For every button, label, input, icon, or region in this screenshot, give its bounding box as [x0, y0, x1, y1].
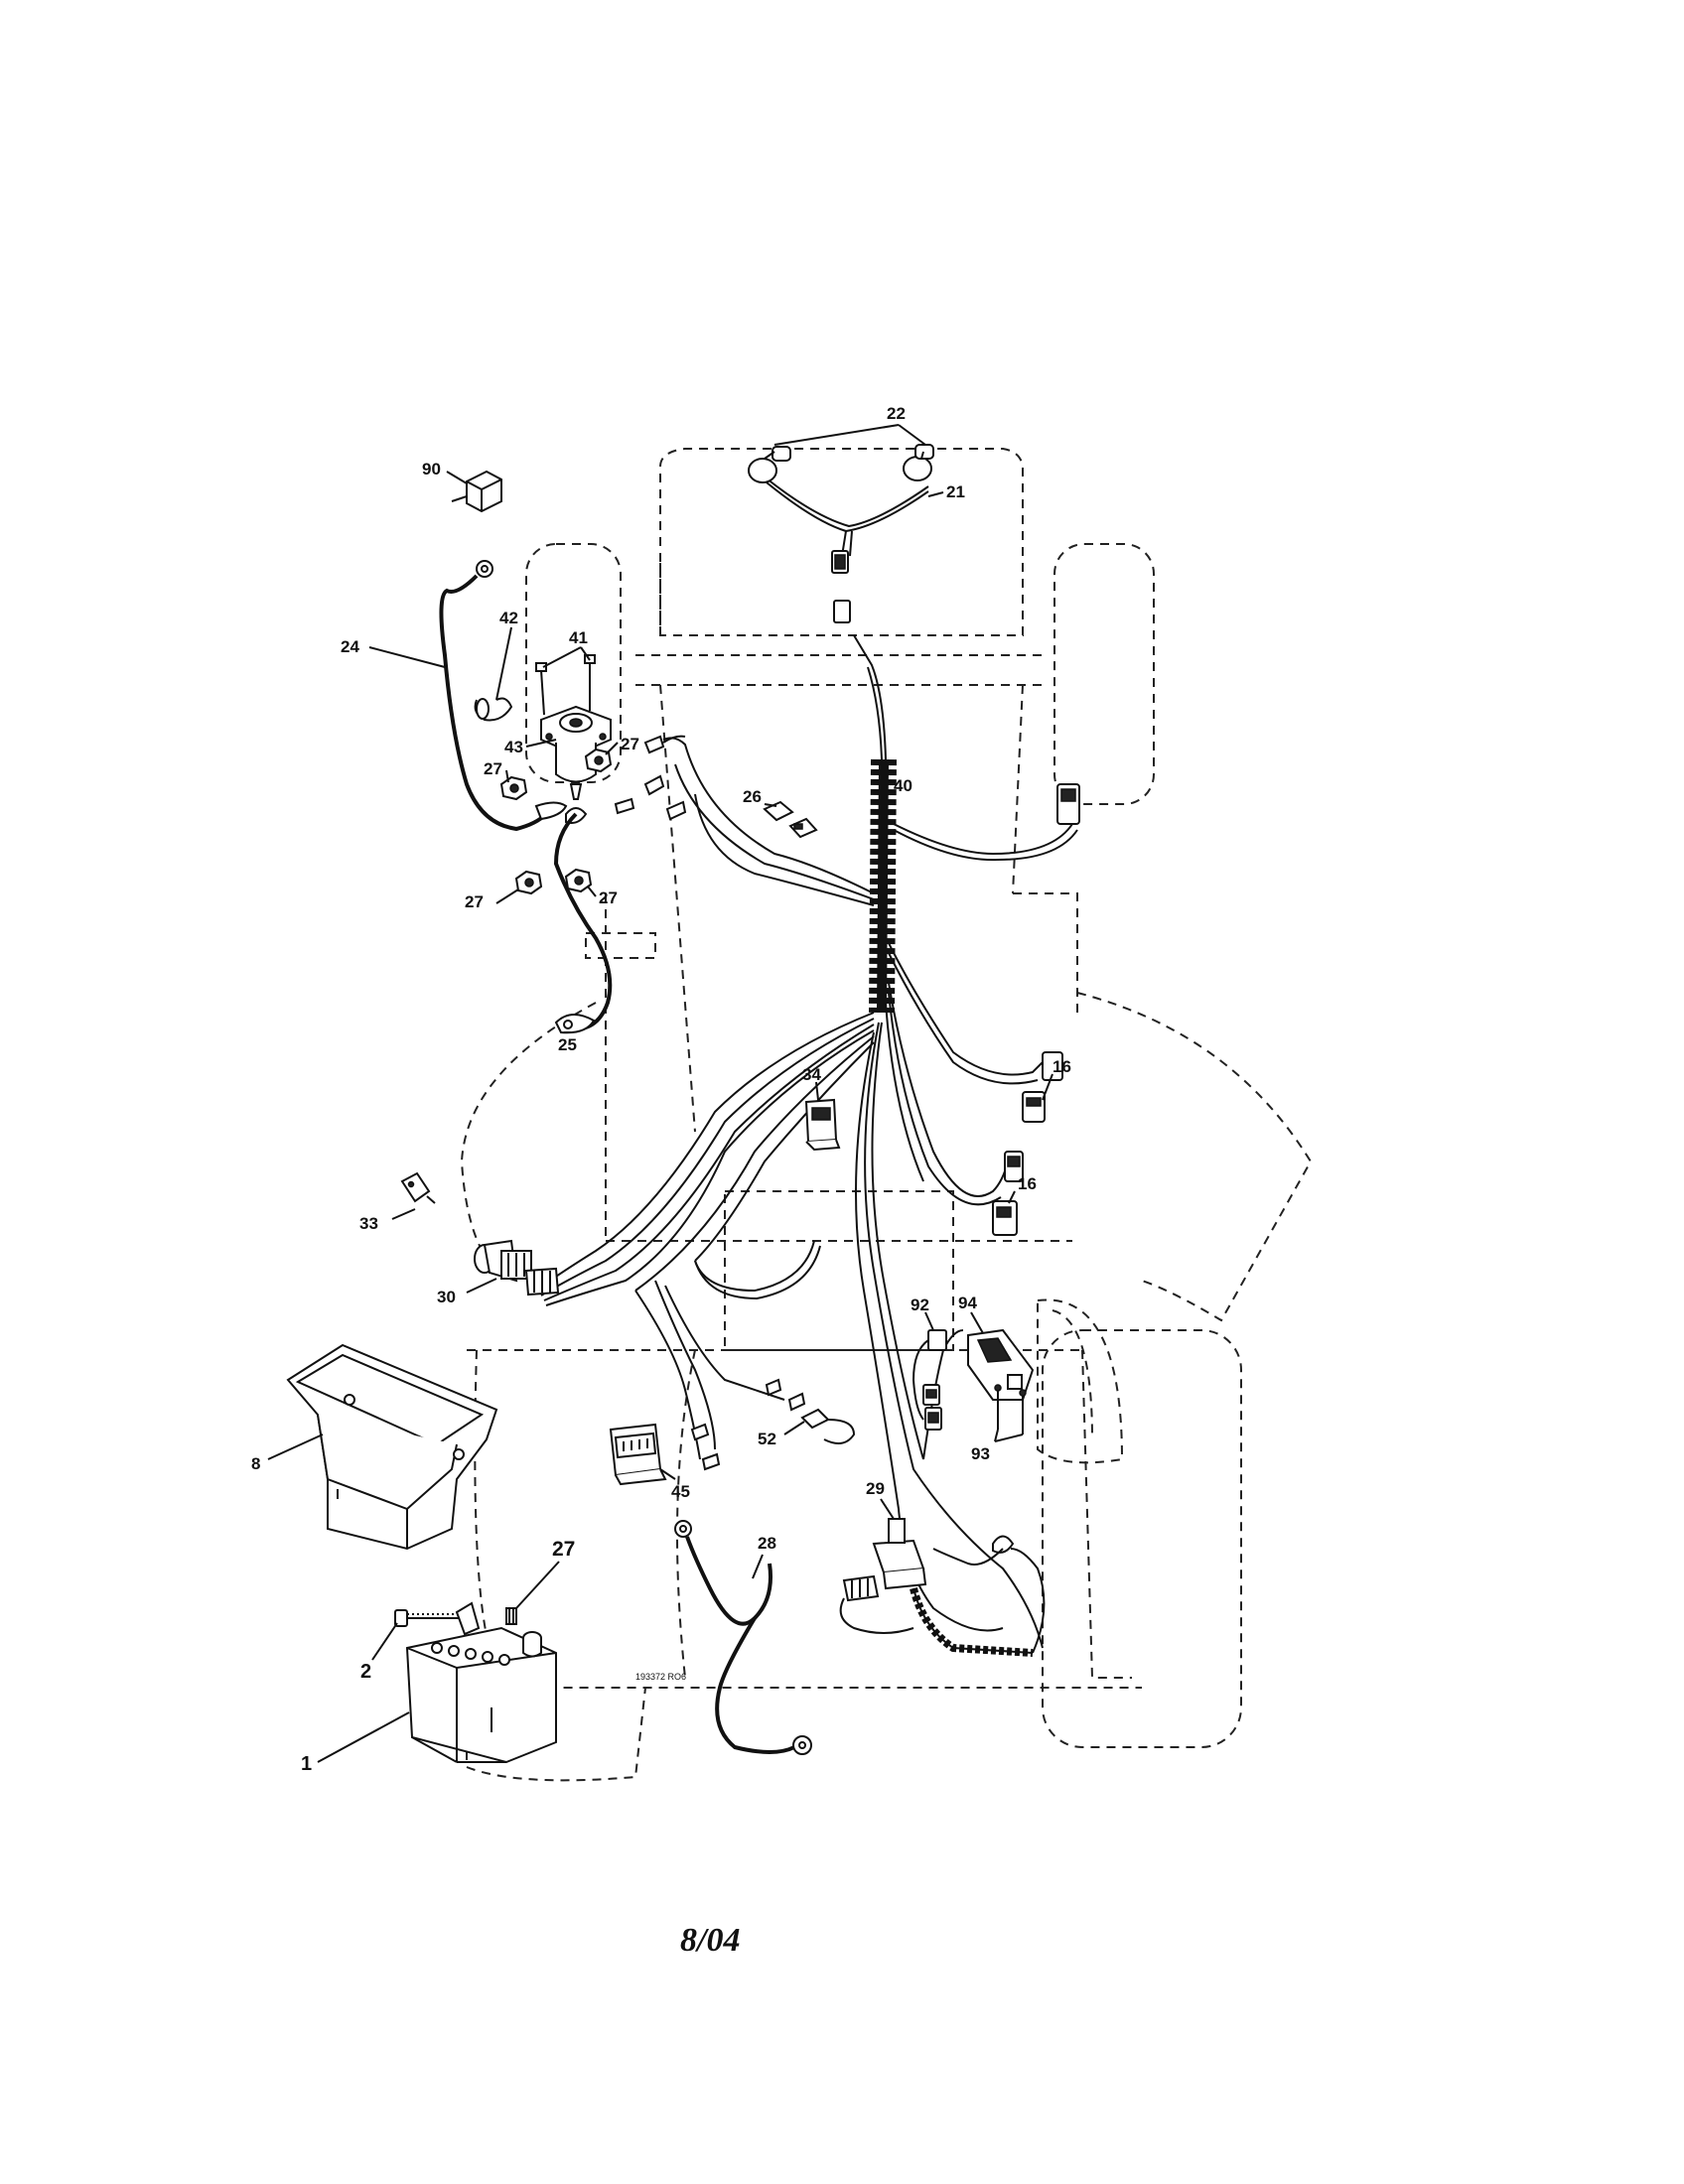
callout-94: 94	[958, 1294, 977, 1312]
callout-22: 22	[887, 404, 906, 423]
callout-1: 1	[301, 1753, 312, 1775]
switch-16-lower	[992, 1200, 1018, 1236]
ignition-switch-30	[474, 1239, 560, 1297]
callout-90: 90	[422, 460, 441, 478]
cable-28	[674, 1520, 812, 1755]
callout-28: 28	[758, 1534, 776, 1553]
part-26-connectors	[763, 800, 818, 839]
part-43-solenoid	[540, 705, 612, 800]
nut-27-d	[564, 868, 593, 893]
callout-16-b: 16	[1018, 1174, 1037, 1193]
revision-date: 8/04	[680, 1922, 740, 1959]
seat-switch-plug	[1056, 783, 1080, 825]
callout-30: 30	[437, 1288, 456, 1306]
switch-34	[804, 1098, 841, 1152]
battery-tray-8	[286, 1343, 498, 1551]
battery-1	[405, 1626, 557, 1764]
callout-25: 25	[558, 1035, 577, 1054]
callout-33: 33	[359, 1214, 378, 1233]
callout-52: 52	[758, 1430, 776, 1448]
part-41-bolts	[535, 654, 596, 716]
connector-16-mid	[1004, 1151, 1024, 1182]
pto-switch-29	[839, 1518, 927, 1634]
cable-25	[553, 807, 613, 1034]
headlight-right	[903, 444, 934, 481]
part-42-boot	[474, 697, 513, 722]
part-45-module	[609, 1423, 667, 1486]
callout-16-a: 16	[1052, 1057, 1071, 1076]
part-33-bracket	[400, 1171, 436, 1204]
tractor-outline	[460, 448, 1313, 1782]
leader-lines	[267, 424, 1053, 1763]
callout-41: 41	[569, 628, 588, 647]
callout-21: 21	[946, 482, 965, 501]
switch-16-upper	[1022, 1051, 1063, 1123]
callout-27-c: 27	[465, 892, 484, 911]
part-90-relay	[451, 470, 502, 513]
callout-26: 26	[743, 787, 762, 806]
nut-27-c	[514, 870, 543, 895]
part-92-connector	[922, 1329, 947, 1431]
callout-27-d: 27	[599, 888, 618, 907]
callout-2: 2	[360, 1661, 371, 1683]
callout-93: 93	[971, 1444, 990, 1463]
callout-34: 34	[802, 1065, 821, 1084]
callout-24: 24	[341, 637, 359, 656]
callout-45: 45	[671, 1482, 690, 1501]
callout-40: 40	[894, 776, 912, 795]
terminal-bracket	[455, 1601, 481, 1636]
main-wiring-harness	[535, 478, 1078, 1649]
drawing-reference: 193372 RO6	[635, 1672, 686, 1682]
callout-27-e: 27	[552, 1538, 575, 1561]
callout-42: 42	[499, 609, 518, 627]
callout-8: 8	[251, 1454, 260, 1473]
callout-92: 92	[911, 1296, 929, 1314]
nut-27-b	[584, 748, 613, 773]
bolt-2	[394, 1609, 467, 1627]
callout-27-a: 27	[484, 759, 502, 778]
part-52-connector	[800, 1408, 856, 1444]
headlight-left	[748, 446, 791, 483]
part-93-screws	[994, 1384, 1027, 1434]
callout-43: 43	[504, 738, 523, 756]
pto-coil-harness	[910, 1535, 1046, 1657]
callout-27-b: 27	[621, 735, 639, 753]
cable-24	[439, 560, 568, 832]
harness-connectors-top	[831, 550, 851, 623]
callout-29: 29	[866, 1479, 885, 1498]
harness-terminals-45	[690, 1378, 806, 1471]
harness-terminals-solenoid	[614, 735, 687, 821]
part-94-switch	[967, 1328, 1035, 1401]
nut-27-a	[499, 775, 528, 801]
nut-27-e	[505, 1607, 517, 1625]
callout-labels: 22 21 90 24 42 41 43 27 27 27 27 26 40 2…	[251, 404, 1071, 1775]
